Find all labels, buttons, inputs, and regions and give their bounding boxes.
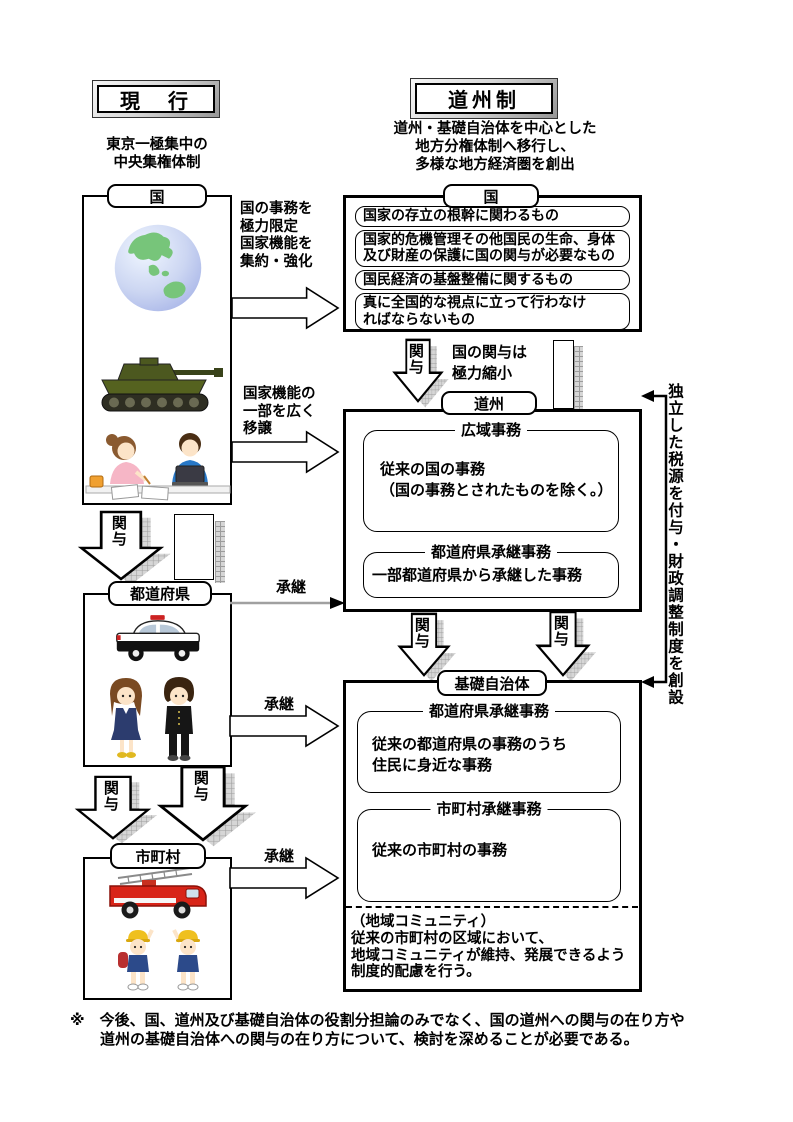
citizens-illustration bbox=[84, 420, 232, 504]
tax-bracket-arrow bbox=[640, 388, 668, 690]
block-arrow-kuni bbox=[231, 286, 340, 330]
proposed-kuni-box: 国家の存立の根幹に関わるもの 国家的危機管理その他国民の生命、身体 及び財産の保… bbox=[343, 195, 642, 332]
earth-illustration bbox=[112, 222, 204, 314]
block-arrow-kiso-2 bbox=[229, 856, 340, 900]
kanyo-arrow-todofuken-right: 関与 bbox=[156, 765, 256, 847]
connector-bar bbox=[174, 514, 214, 580]
current-todofuken-tag: 都道府県 bbox=[108, 581, 212, 606]
block-arrow-doshu bbox=[231, 430, 340, 474]
right-arrow-icon bbox=[231, 286, 340, 330]
header-current-label: 現 行 bbox=[97, 85, 215, 113]
shokei-line-arrow bbox=[228, 596, 346, 610]
down-arrow-icon bbox=[156, 765, 256, 847]
footnote-line2: 道州の基礎自治体への関与の在り方について、検討を深めることが必要である。 bbox=[100, 1030, 639, 1048]
kanyo-arrow-todofuken-left: 関与 bbox=[74, 775, 157, 844]
transfer-note: 国家機能の 一部を広く 移譲 bbox=[243, 386, 316, 437]
shokei-label-2: 承継 bbox=[264, 695, 295, 713]
kanyo-arrow-kuni-to-doshu: 関与 bbox=[392, 338, 449, 408]
police-car-illustration bbox=[112, 612, 204, 668]
current-kuni-tag: 国 bbox=[107, 184, 207, 208]
shokei-label-3: 承継 bbox=[264, 847, 295, 865]
kiso-section-shichoson: 市町村承継事務 従来の市町村の事務 bbox=[357, 800, 621, 902]
kuni-item: 国家的危機管理その他国民の生命、身体 及び財産の保護に国の関与が必要なもの bbox=[355, 229, 630, 267]
right-arrow-icon bbox=[229, 704, 340, 748]
section-body: 従来の都道府県の事務のうち 住民に身近な事務 bbox=[372, 735, 568, 774]
kiso-section-todofuken: 都道府県承継事務 従来の都道府県の事務のうち 住民に身近な事務 bbox=[357, 702, 621, 793]
right-arrow-icon bbox=[229, 856, 340, 900]
kanyo-label: 関与 bbox=[551, 615, 570, 647]
down-arrow-icon bbox=[397, 612, 456, 682]
section-body: 従来の市町村の事務 bbox=[372, 841, 508, 859]
doshu-section-koiki: 広域事務 従来の国の事務 （国の事務とされたものを除く。） bbox=[363, 421, 619, 532]
footnote-line1: ※ 今後、国、道州及び基礎自治体の役割分担論のみでなく、国の道州への関与の在り方… bbox=[70, 1011, 685, 1029]
kanyo-arrow-kuni-to-todofuken: 関与 bbox=[77, 510, 171, 585]
header-proposed-box: 道州制 bbox=[410, 78, 558, 119]
kuni-item: 国民経済の基盤整備に関するもの bbox=[355, 269, 630, 290]
header-current-box: 現 行 bbox=[92, 80, 220, 118]
proposed-kiso-tag: 基礎自治体 bbox=[437, 670, 547, 696]
subtitle-proposed: 道州・基礎自治体を中心とした 地方分権体制へ移行し、 多様な地方経済圏を創出 bbox=[393, 121, 597, 173]
section-body: 従来の国の事務 （国の事務とされたものを除く。） bbox=[380, 460, 613, 499]
kanyo-label: 関与 bbox=[412, 617, 431, 649]
tax-note: 独立した税源を付与・財政調整制度を創設 bbox=[666, 383, 684, 706]
section-legend: 市町村承継事務 bbox=[430, 800, 548, 819]
fire-truck-illustration bbox=[106, 862, 212, 924]
proposed-kuni-tag: 国 bbox=[443, 184, 539, 208]
kuni-item: 国家の存立の根幹に関わるもの bbox=[355, 206, 630, 227]
doshu-section-shokei: 都道府県承継事務 一部都道府県から承継した事務 bbox=[363, 543, 619, 598]
shokei-label-1: 承継 bbox=[276, 578, 307, 596]
section-legend: 都道府県承継事務 bbox=[424, 543, 558, 562]
proposed-doshu-tag: 道州 bbox=[441, 391, 537, 415]
section-legend: 都道府県承継事務 bbox=[422, 702, 556, 721]
kanyo-arrow-doshu-to-kiso-left: 関与 bbox=[397, 612, 456, 682]
right-arrow-icon bbox=[231, 430, 340, 474]
thin-right-arrow-icon bbox=[230, 597, 345, 609]
reduce-note: 国の関与は 極力縮小 bbox=[452, 343, 528, 382]
community-note: （地域コミュニティ） 従来の市町村の区域において、 地域コミュニティが維持、発展… bbox=[351, 914, 626, 981]
double-left-arrow-icon bbox=[641, 390, 668, 688]
down-arrow-icon bbox=[77, 510, 171, 585]
connector-shadow bbox=[215, 521, 225, 583]
block-arrow-kiso-1 bbox=[229, 704, 340, 748]
subtitle-current: 東京一極集中の 中央集権体制 bbox=[106, 137, 208, 171]
limit-note: 国の事務を 極力限定 国家機能を 集約・強化 bbox=[240, 201, 313, 270]
proposed-kuni-items: 国家の存立の根幹に関わるもの 国家的危機管理その他国民の生命、身体 及び財産の保… bbox=[355, 206, 630, 333]
current-shichoson-tag: 市町村 bbox=[110, 843, 206, 869]
connector-shadow bbox=[574, 346, 583, 413]
tank-illustration bbox=[88, 348, 228, 422]
kanyo-label: 関与 bbox=[109, 515, 128, 547]
children-illustration bbox=[112, 924, 216, 996]
down-arrow-icon bbox=[74, 775, 157, 844]
community-divider bbox=[346, 906, 638, 908]
kanyo-label: 関与 bbox=[101, 780, 120, 812]
kuni-item: 真に全国的な視点に立って行わなけ ればならないもの bbox=[355, 293, 630, 330]
kanyo-label: 関与 bbox=[191, 770, 210, 802]
section-legend: 広域事務 bbox=[454, 421, 528, 440]
kanyo-arrow-doshu-to-kiso-right: 関与 bbox=[535, 610, 596, 682]
header-proposed-label: 道州制 bbox=[415, 83, 553, 114]
connector-bar bbox=[553, 340, 574, 409]
students-illustration bbox=[96, 672, 208, 764]
kanyo-label: 関与 bbox=[406, 343, 425, 375]
down-arrow-icon bbox=[535, 610, 596, 682]
down-arrow-icon bbox=[392, 338, 449, 408]
section-body: 一部都道府県から承継した事務 bbox=[372, 566, 583, 584]
